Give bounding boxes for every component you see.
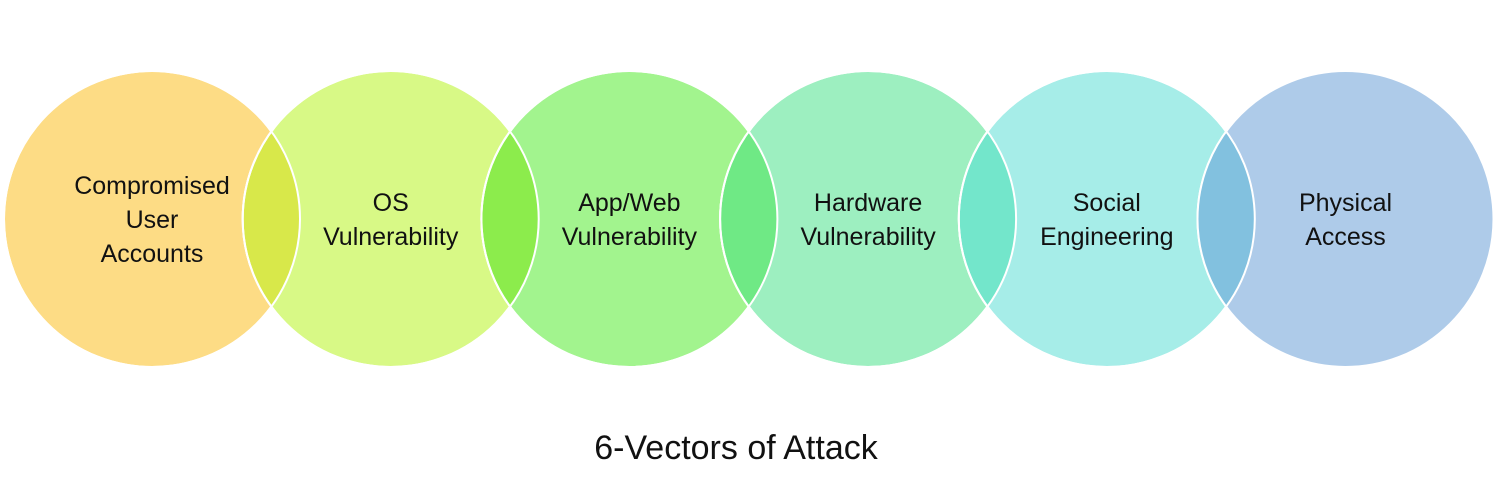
- vector-label-line: Access: [1305, 223, 1386, 251]
- vector-label-os-vulnerability: OS Vulnerability: [323, 189, 459, 251]
- diagram-caption: 6-Vectors of Attack: [594, 429, 878, 467]
- vector-label-line: Vulnerability: [562, 223, 698, 251]
- circle-outline: [3, 70, 301, 368]
- overlap-lens: [1196, 71, 1255, 367]
- vector-label-line: Compromised: [74, 172, 230, 200]
- vector-label-line: App/Web: [578, 189, 680, 217]
- circle-outline: [480, 70, 779, 368]
- circles-layer: [3, 70, 1495, 368]
- overlaps-layer: [3, 70, 1256, 368]
- vector-label-line: Accounts: [101, 240, 204, 268]
- overlap-region: [1196, 71, 1255, 367]
- vector-label-line: Physical: [1299, 189, 1392, 217]
- circle-outline: [241, 70, 540, 368]
- vector-label-line: Social: [1073, 189, 1141, 217]
- vector-label-line: Vulnerability: [800, 223, 936, 251]
- circle-outline: [719, 70, 1018, 368]
- vector-label-line: Engineering: [1040, 223, 1173, 251]
- circle-outline: [957, 70, 1256, 368]
- vector-label-line: OS: [373, 189, 409, 217]
- vector-label-line: Vulnerability: [323, 223, 459, 251]
- vector-label-line: User: [126, 206, 179, 234]
- vector-label-line: Hardware: [814, 189, 922, 217]
